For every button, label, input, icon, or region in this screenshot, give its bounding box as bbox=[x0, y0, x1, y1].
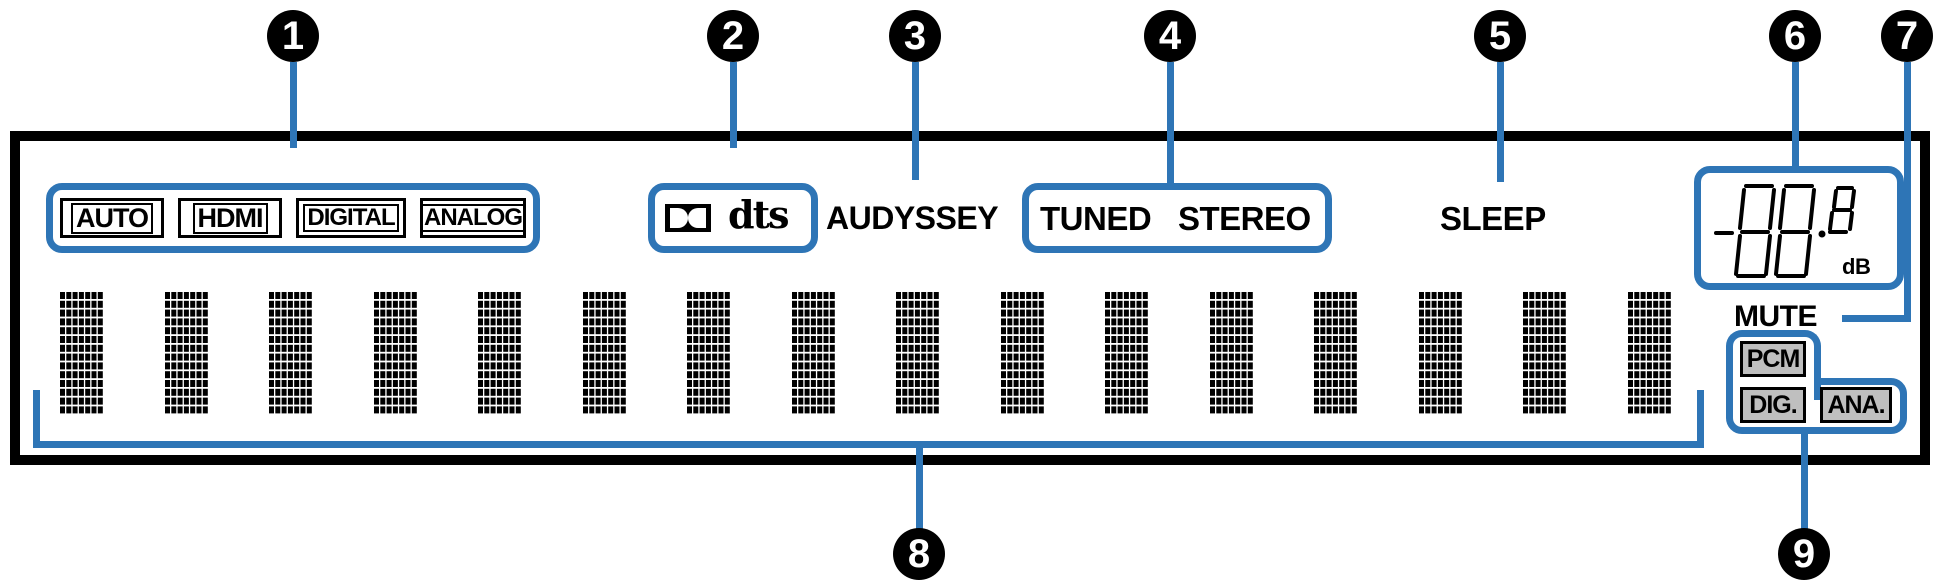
callout-7: 7 bbox=[1881, 10, 1933, 62]
callout-6: 6 bbox=[1769, 10, 1821, 62]
callout-1: 1 bbox=[267, 10, 319, 62]
callout-5: 5 bbox=[1474, 10, 1526, 62]
character-cell bbox=[1523, 292, 1566, 414]
bracket-8-base bbox=[33, 441, 1704, 448]
leader-line-4 bbox=[1167, 62, 1174, 190]
leader-line-3 bbox=[912, 62, 919, 180]
callout-8: 8 bbox=[893, 528, 945, 580]
character-cell bbox=[478, 292, 521, 414]
dig-indicator: DIG. bbox=[1740, 387, 1806, 423]
character-cell bbox=[687, 292, 730, 414]
character-cell bbox=[164, 292, 208, 414]
callout-9: 9 bbox=[1778, 528, 1830, 580]
mute-indicator: MUTE bbox=[1734, 300, 1818, 333]
hdmi-indicator: HDMI bbox=[178, 198, 282, 238]
character-cell bbox=[1627, 292, 1671, 414]
volume-segment-display bbox=[1710, 178, 1890, 282]
character-cell bbox=[582, 292, 626, 414]
leader-line-1 bbox=[290, 62, 297, 148]
input-indicator-group bbox=[46, 183, 540, 253]
callout-3: 3 bbox=[889, 10, 941, 62]
callout-4: 4 bbox=[1144, 10, 1196, 62]
character-cell bbox=[896, 292, 939, 414]
leader-line-5 bbox=[1497, 62, 1504, 182]
volume-indicator-group bbox=[1694, 166, 1904, 290]
character-cell bbox=[269, 292, 312, 414]
character-cell bbox=[791, 292, 835, 414]
leader-line-9 bbox=[1801, 430, 1808, 532]
bracket-8-left bbox=[33, 390, 40, 448]
leader-line-7h bbox=[1842, 315, 1911, 322]
character-cell bbox=[373, 292, 417, 414]
leader-line-7v bbox=[1904, 62, 1911, 322]
tuned-indicator: TUNED bbox=[1040, 200, 1152, 237]
character-cell bbox=[1314, 292, 1357, 414]
audyssey-indicator: AUDYSSEY bbox=[826, 200, 999, 236]
character-cell bbox=[1209, 292, 1253, 414]
tuner-indicator-group bbox=[1022, 183, 1332, 253]
leader-line-6 bbox=[1792, 62, 1799, 172]
leader-line-8 bbox=[916, 441, 923, 531]
db-unit-label: dB bbox=[1842, 254, 1871, 279]
character-cell bbox=[1000, 292, 1044, 414]
pcm-indicator: PCM bbox=[1740, 341, 1806, 377]
sleep-indicator: SLEEP bbox=[1440, 200, 1546, 237]
character-cell bbox=[1418, 292, 1462, 414]
digital-indicator: DIGITAL bbox=[296, 198, 406, 238]
callout-2: 2 bbox=[707, 10, 759, 62]
stereo-indicator: STEREO bbox=[1178, 200, 1311, 237]
auto-indicator: AUTO bbox=[60, 198, 164, 238]
character-cell bbox=[1105, 292, 1148, 414]
display-panel-frame bbox=[10, 131, 1930, 465]
leader-line-2 bbox=[730, 62, 737, 148]
analog-indicator: ANALOG bbox=[420, 198, 526, 238]
character-cell bbox=[60, 292, 103, 414]
ana-indicator: ANA. bbox=[1820, 387, 1892, 423]
bracket-8-right bbox=[1697, 390, 1704, 448]
dolby-digital-logo bbox=[664, 203, 712, 233]
dts-logo: dts bbox=[728, 192, 790, 237]
